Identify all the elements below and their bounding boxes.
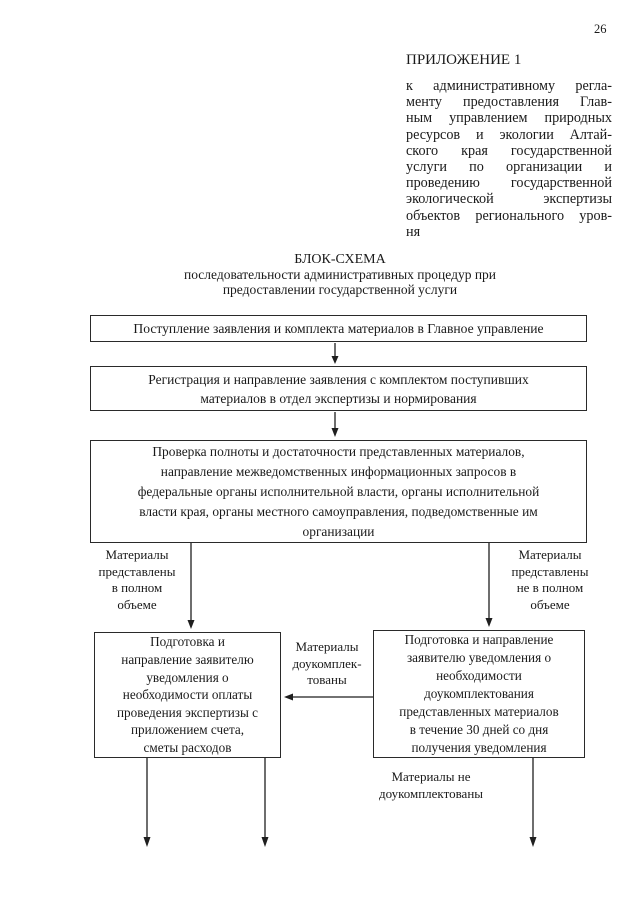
page-number: 26 [594,22,607,36]
flowchart-subtitle-line: предоставлении государственной услуги [222,282,458,297]
appendix-header: ПРИЛОЖЕНИЕ 1 к административному регла- … [406,52,612,240]
label-materials-completed: Материалы доукомплек- тованы [283,639,371,689]
paragraph-line: ского края государственной [406,142,612,159]
box-line: федеральные органы исполнительной власти… [137,483,540,499]
box-line: материалов в отдел экспертизы и нормиров… [200,390,477,406]
paragraph-line: объектов регионального уров- [406,207,612,224]
paragraph-line: менту предоставления Глав- [406,94,612,111]
appendix-title: ПРИЛОЖЕНИЕ 1 [406,52,522,68]
paragraph-line: ресурсов и экологии Алтай- [406,126,612,143]
flowchart-title: БЛОК-СХЕМА [294,252,386,267]
arrow-box2-to-box3 [331,412,339,437]
box-registration: Регистрация и направление заявления с ко… [90,366,587,411]
label-line: в полном [111,580,163,596]
label-line: представлены [98,563,176,579]
label-line: представлены [511,563,589,579]
box-line: Поступление заявления и комплекта матери… [133,320,544,336]
box-line: получения уведомления [411,740,547,755]
paragraph-line: проведению государственной [406,175,612,192]
box-line: проведения экспертизы с [116,704,259,720]
box-line: уведомления о [146,669,229,685]
label-line: доукомплек- [292,655,362,671]
label-line: тованы [307,672,347,688]
appendix-paragraph: к административному регла- менту предост… [406,78,612,240]
box-line: Подготовка и [150,634,225,650]
paragraph-line: экологической экспертизы [406,191,612,208]
label-materials-incomplete: Материалы представлены не в полном объем… [498,547,602,613]
label-line: не в полном [516,580,584,596]
box-line: заявителю уведомления о [406,650,552,665]
arrow-completion-box-exit [529,758,537,847]
box-line: организации [302,523,375,539]
label-line: Материалы [295,639,359,654]
box-line: приложением счета, [130,722,245,738]
label-materials-complete: Материалы представлены в полном объеме [84,547,190,613]
arrow-completion-to-payment-box [284,693,373,701]
label-line: объеме [530,596,570,612]
box-line: направление заявителю [121,652,254,668]
box-line: представленных материалов [399,704,559,719]
label-line: Материалы не [391,769,471,784]
box-line: Подготовка и направление [404,632,554,647]
box-application-received: Поступление заявления и комплекта матери… [90,315,587,342]
box-line: в течение 30 дней со дня [409,722,549,737]
paragraph-line: к административному регла- [406,78,612,94]
label-materials-not-completed: Материалы не доукомплектованы [372,769,490,802]
box-line: Проверка полноты и достаточности предста… [152,443,525,459]
label-line: доукомплектованы [378,785,484,801]
flowchart-title-block: БЛОК-СХЕМА последовательности администра… [110,252,570,297]
paragraph-line: ня [406,223,421,240]
arrow-payment-box-exit-left [143,758,151,847]
box-line: сметы расходов [143,739,232,755]
label-line: объеме [117,596,157,612]
flowchart-subtitle-line: последовательности административных проц… [183,267,497,282]
box-line: направление межведомственных информацион… [160,463,517,479]
paragraph-line: ным управлением природных [406,110,612,127]
arrow-box3-to-completion-box [485,543,493,627]
arrow-payment-box-exit-right [261,758,269,847]
box-completion-notice: Подготовка и направление заявителю уведо… [373,630,585,758]
arrow-box1-to-box2 [331,343,339,364]
box-line: необходимости оплаты [122,687,253,703]
box-line: необходимости [436,668,522,683]
box-line: доукомплектования [424,686,534,701]
label-line: Материалы [518,547,582,562]
paragraph-line: услуги по организации и [406,159,612,176]
box-completeness-check: Проверка полноты и достаточности предста… [90,440,587,543]
box-line: власти края, органы местного самоуправле… [139,503,538,519]
box-line: Регистрация и направление заявления с ко… [148,371,529,387]
label-line: Материалы [105,547,169,562]
box-payment-notice: Подготовка и направление заявителю уведо… [94,632,281,758]
